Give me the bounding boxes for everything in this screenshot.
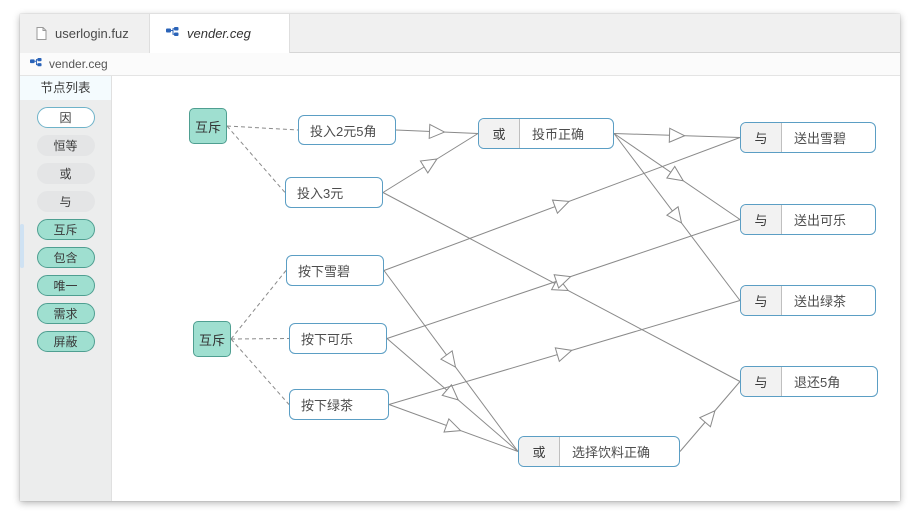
edge-arrowhead-8 (443, 417, 462, 433)
tab-vender-ceg[interactable]: vender.ceg (150, 14, 290, 53)
palette-item-2[interactable]: 或 (36, 163, 95, 184)
file-icon (36, 27, 47, 40)
logic-node-operator: 与 (741, 205, 782, 234)
tab-userlogin-fuz[interactable]: userlogin.fuz (20, 14, 150, 53)
palette-item-label: 或 (59, 167, 72, 181)
logic-node-label: 送出可乐 (794, 213, 847, 228)
graph-icon (166, 27, 179, 40)
cause-node-label: 按下可乐 (301, 332, 354, 347)
logic-node-g2[interactable]: 或选择饮料正确 (518, 436, 680, 467)
tab-bar: userlogin.fuz vender.ceg (20, 14, 900, 53)
constraint-edge-4 (230, 338, 290, 405)
palette-item-5[interactable]: 包含 (36, 247, 95, 268)
logic-node-r1[interactable]: 与送出雪碧 (740, 122, 876, 153)
constraint-node-label: 互斥 (198, 332, 225, 348)
edge-arrowhead-6 (441, 383, 460, 401)
logic-node-operator: 与 (741, 367, 782, 396)
logic-node-operator: 或 (479, 119, 520, 148)
edge-arrowhead-4 (439, 349, 457, 368)
edge-arrowhead-5 (553, 274, 572, 289)
palette-item-label: 互斥 (53, 223, 78, 237)
palette-item-0[interactable]: 因 (36, 107, 95, 128)
edge-arrowhead-7 (554, 347, 573, 363)
logic-node-label: 选择饮料正确 (572, 445, 651, 460)
edge-arrowhead-12 (698, 409, 716, 428)
logic-node-g1[interactable]: 或投币正确 (478, 118, 614, 149)
edge-arrowhead-3 (551, 199, 571, 215)
edge-arrowhead-9 (668, 127, 686, 144)
breadcrumb: vender.ceg (20, 53, 900, 76)
edge-arrowhead-11 (665, 205, 683, 224)
palette-list: 因恒等或与互斥包含唯一需求屏蔽 (20, 107, 111, 352)
edge-arrowhead-1 (419, 158, 438, 174)
cause-node-label: 投入3元 (297, 186, 344, 201)
cause-node-c1[interactable]: 投入2元5角 (298, 115, 396, 145)
logic-node-operator: 与 (741, 286, 782, 315)
edge-arrowhead-10 (666, 165, 685, 182)
cause-node-label: 投入2元5角 (310, 123, 377, 139)
palette-item-label: 与 (59, 195, 72, 209)
palette-item-label: 屏蔽 (53, 335, 78, 349)
palette-item-label: 因 (59, 111, 72, 125)
palette-item-3[interactable]: 与 (36, 191, 95, 212)
logic-node-operator: 或 (519, 437, 560, 466)
graph-canvas[interactable]: 互斥互斥投入2元5角投入3元按下雪碧按下可乐按下绿茶或投币正确或选择饮料正确与送… (112, 76, 900, 501)
cause-node-c2[interactable]: 投入3元 (285, 177, 383, 208)
cause-node-label: 按下雪碧 (298, 264, 351, 279)
palette-item-4[interactable]: 互斥 (36, 219, 95, 240)
palette-item-7[interactable]: 需求 (36, 303, 95, 324)
palette-item-label: 需求 (53, 307, 78, 321)
tab-label: userlogin.fuz (55, 26, 129, 41)
logic-node-r3[interactable]: 与送出绿茶 (740, 285, 876, 316)
logic-node-label: 退还5角 (794, 375, 841, 390)
constraint-edge-2 (230, 270, 287, 340)
cause-node-c4[interactable]: 按下可乐 (289, 323, 387, 354)
graph-edges (226, 123, 741, 452)
palette-item-6[interactable]: 唯一 (36, 275, 95, 296)
constraint-node-label: 互斥 (194, 119, 221, 135)
logic-node-label: 送出绿茶 (794, 294, 847, 309)
constraint-node-mx1[interactable]: 互斥 (189, 108, 227, 144)
logic-node-r2[interactable]: 与送出可乐 (740, 204, 876, 235)
logic-node-label: 投币正确 (532, 127, 585, 142)
palette-item-label: 包含 (53, 251, 78, 265)
node-palette-sidebar: 节点列表 因恒等或与互斥包含唯一需求屏蔽 (20, 76, 112, 501)
cause-node-c3[interactable]: 按下雪碧 (286, 255, 384, 286)
editor-body: 节点列表 因恒等或与互斥包含唯一需求屏蔽 互斥互斥投入2元5角投入3元按下雪碧按… (20, 76, 900, 501)
logic-node-label: 送出雪碧 (794, 131, 847, 146)
logic-node-r4[interactable]: 与退还5角 (740, 366, 878, 397)
constraint-node-mx2[interactable]: 互斥 (193, 321, 231, 357)
palette-item-8[interactable]: 屏蔽 (36, 331, 95, 352)
palette-item-1[interactable]: 恒等 (36, 135, 95, 156)
constraint-edge-3 (230, 338, 290, 340)
breadcrumb-label: vender.ceg (49, 57, 108, 71)
cause-node-c5[interactable]: 按下绿茶 (289, 389, 389, 420)
constraint-edge-0 (226, 125, 299, 131)
editor-window: userlogin.fuz vender.ceg vend (20, 14, 900, 501)
edge-arrowhead-0 (428, 123, 446, 140)
palette-item-label: 恒等 (53, 139, 78, 153)
palette-header: 节点列表 (20, 76, 111, 100)
constraint-edge-1 (226, 125, 286, 193)
sidebar-scrollbar-thumb[interactable] (20, 224, 24, 268)
graph-icon (30, 58, 42, 70)
cause-node-label: 按下绿茶 (301, 398, 354, 413)
palette-item-label: 唯一 (53, 279, 78, 293)
tab-label: vender.ceg (187, 26, 251, 41)
logic-node-operator: 与 (741, 123, 782, 152)
